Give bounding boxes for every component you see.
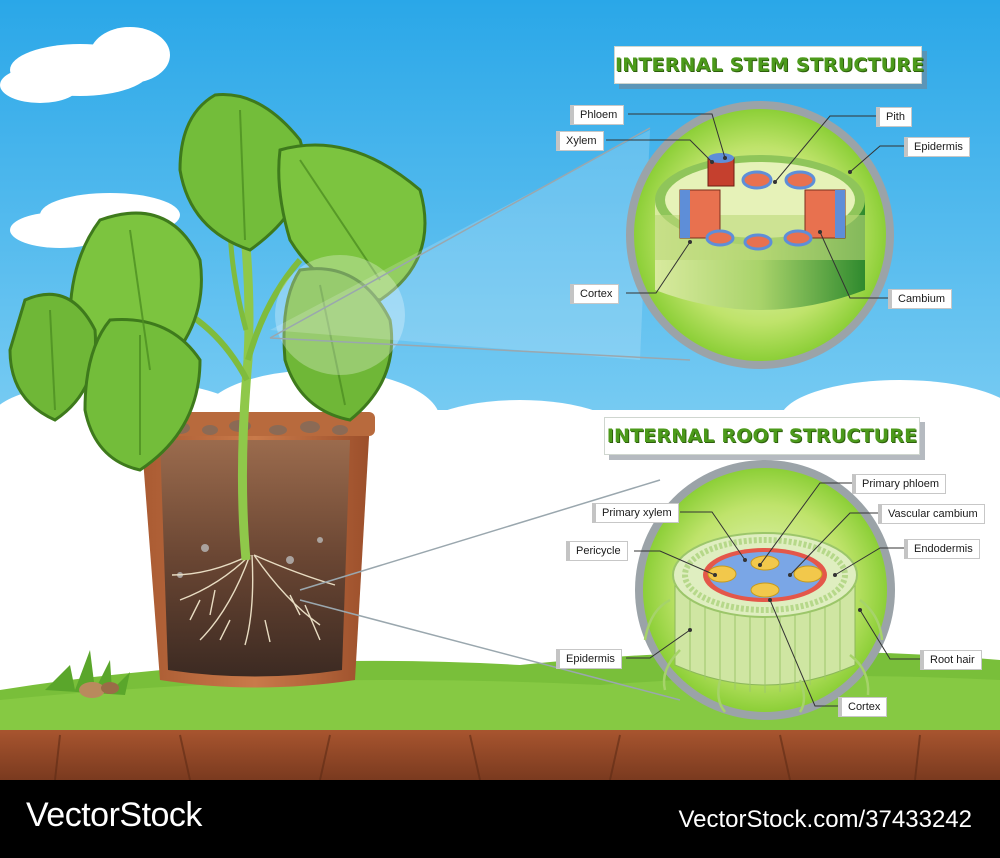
flower-pot xyxy=(135,412,375,688)
root-label-cortex: Cortex xyxy=(838,697,888,717)
stem-label-cambium: Cambium xyxy=(888,289,953,309)
root-label-endodermis: Endodermis xyxy=(904,539,980,559)
stem-structure-title: INTERNAL STEM STRUCTURE xyxy=(614,46,924,84)
stem-zoom-projection xyxy=(269,127,691,375)
plant-leaves xyxy=(8,93,427,472)
potting-soil xyxy=(160,440,350,677)
plant-roots xyxy=(171,554,336,646)
stem-label-cortex: Cortex xyxy=(570,284,620,304)
root-label-epidermis: Epidermis xyxy=(556,649,622,669)
stem-cross-section-lens xyxy=(606,101,904,369)
root-label-vascular-cambium: Vascular cambium xyxy=(878,504,985,524)
ground-cliff xyxy=(0,730,1000,780)
footer-bar xyxy=(0,780,1000,858)
vectorstock-logo: VectorStock xyxy=(26,796,202,834)
grass-tuft xyxy=(45,650,130,698)
root-label-primary-phloem: Primary phloem xyxy=(852,474,947,494)
root-structure-title: INTERNAL ROOT STRUCTURE xyxy=(604,417,920,455)
root-zoom-projection xyxy=(299,479,681,701)
stem-label-xylem: Xylem xyxy=(556,131,604,151)
stem-label-pith: Pith xyxy=(876,107,912,127)
root-cross-section-lens xyxy=(626,460,920,720)
root-label-root-hair: Root hair xyxy=(920,650,982,670)
stem-label-epidermis: Epidermis xyxy=(904,137,970,157)
stem-label-phloem: Phloem xyxy=(570,105,625,125)
image-id-text: VectorStock.com/37433242 xyxy=(678,806,972,833)
root-label-primary-xylem: Primary xylem xyxy=(592,503,679,523)
root-label-pericycle: Pericycle xyxy=(566,541,628,561)
